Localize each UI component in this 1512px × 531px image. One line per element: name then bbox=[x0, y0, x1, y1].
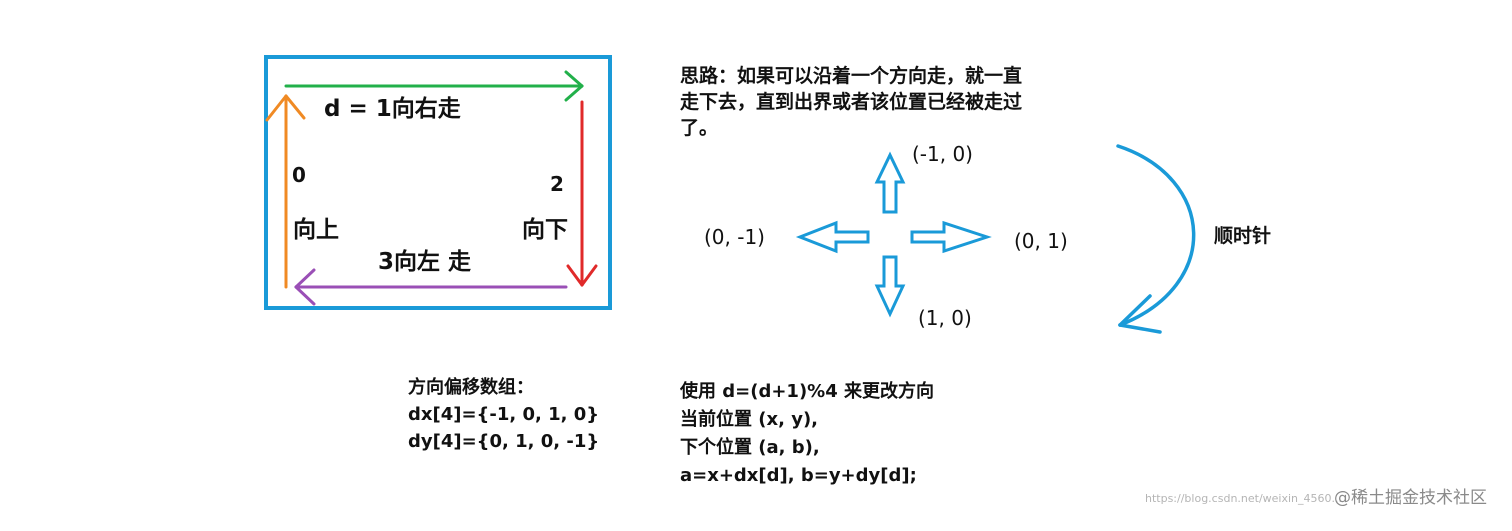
clockwise-arc bbox=[1116, 144, 1196, 334]
usage-line: 使用 d=(d+1)%4 来更改方向 bbox=[680, 381, 935, 402]
right-arrow bbox=[284, 70, 584, 102]
offset-right-arrow bbox=[910, 220, 992, 254]
up-arrow bbox=[265, 94, 306, 289]
offset-left-arrow bbox=[795, 220, 870, 254]
left-arrow bbox=[294, 268, 568, 306]
left-direction-label: 3向左 走 bbox=[378, 249, 472, 275]
up-direction-index: 0 bbox=[292, 163, 306, 187]
down-arrow bbox=[566, 100, 598, 287]
offset-arrays-line: dx[4]={-1, 0, 1, 0} bbox=[408, 404, 600, 425]
idea-line: 了。 bbox=[680, 117, 719, 139]
up-direction-label: 向上 bbox=[293, 217, 339, 243]
usage-line: a=x+dx[d], b=y+dy[d]; bbox=[680, 465, 917, 486]
usage-note: 使用 d=(d+1)%4 来更改方向 当前位置 (x, y), 下个位置 (a,… bbox=[680, 378, 934, 490]
offset-right-label: (0, 1) bbox=[1014, 229, 1068, 253]
right-direction-label: d = 1向右走 bbox=[324, 96, 461, 122]
down-direction-index: 2 bbox=[550, 172, 564, 196]
loop-frame bbox=[264, 55, 612, 310]
offset-up-arrow bbox=[874, 151, 906, 214]
offset-down-arrow bbox=[874, 255, 906, 318]
down-direction-label: 向下 bbox=[522, 217, 568, 243]
watermark-url: https://blog.csdn.net/weixin_4560... bbox=[1145, 492, 1343, 505]
offset-arrays-line: 方向偏移数组： bbox=[408, 377, 534, 398]
offset-up-label: (-1, 0) bbox=[912, 142, 973, 166]
idea-line: 走下去，直到出界或者该位置已经被走过 bbox=[680, 91, 1023, 113]
idea-note: 思路：如果可以沿着一个方向走，就一直 走下去，直到出界或者该位置已经被走过 了。 bbox=[680, 63, 1022, 141]
offset-arrays-line: dy[4]={0, 1, 0, -1} bbox=[408, 431, 600, 452]
offset-arrays-note: 方向偏移数组： dx[4]={-1, 0, 1, 0} dy[4]={0, 1,… bbox=[408, 374, 599, 455]
offset-down-label: (1, 0) bbox=[918, 306, 972, 330]
usage-line: 当前位置 (x, y), bbox=[680, 409, 819, 430]
usage-line: 下个位置 (a, b), bbox=[680, 437, 820, 458]
idea-line: 思路：如果可以沿着一个方向走，就一直 bbox=[680, 65, 1023, 87]
clockwise-label: 顺时针 bbox=[1214, 225, 1272, 247]
watermark-brand: @稀土掘金技术社区 bbox=[1334, 488, 1487, 508]
offset-left-label: (0, -1) bbox=[704, 225, 765, 249]
